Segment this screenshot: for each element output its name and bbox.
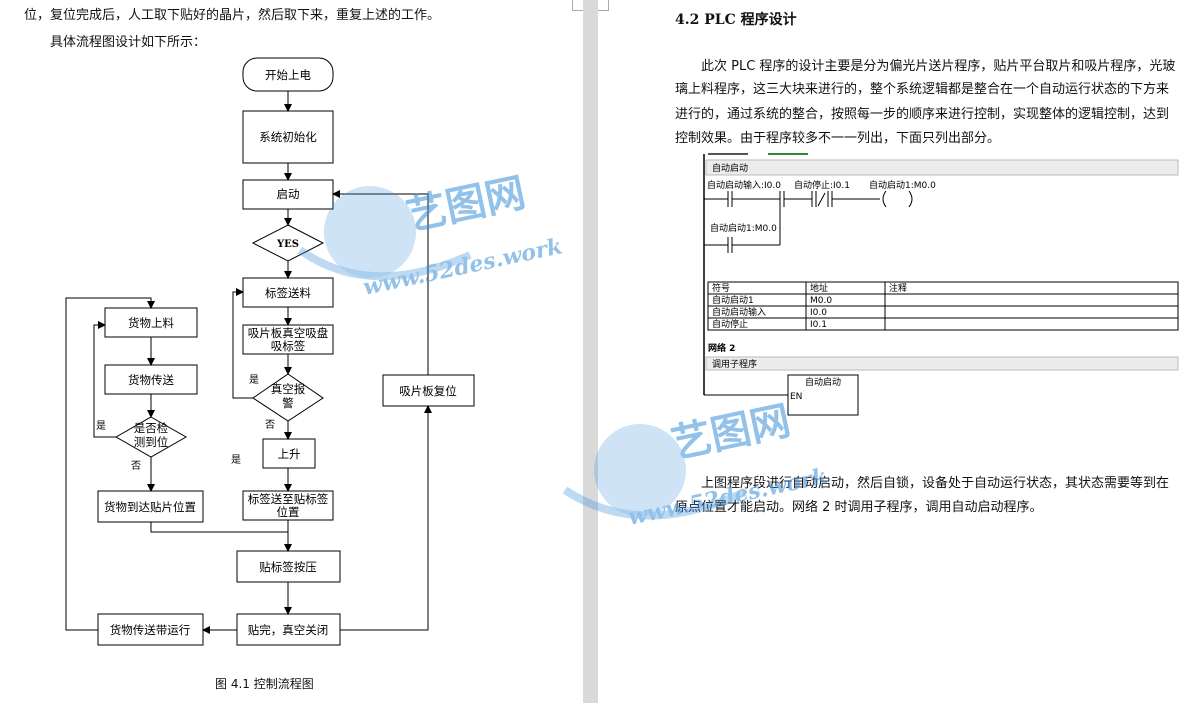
figure-caption: 图 4.1 控制流程图 (215, 677, 314, 691)
paragraph-line: 上图程序段进行自动启动，然后自锁，设备处于自动运行状态，其状态需要等到在 (701, 476, 1170, 491)
table-header: 符号 (712, 282, 730, 294)
node-vacuum-line1: 吸片板真空吸盘 (248, 326, 329, 340)
network2-comment: 调用子程序 (712, 358, 757, 370)
section-heading: 4.2 PLC 程序设计 (675, 12, 797, 28)
node-rise: 上升 (278, 447, 301, 461)
node-yes-decision: YES (276, 239, 299, 250)
node-start: 开始上电 (265, 68, 311, 82)
node-label-to-line2: 位置 (277, 505, 300, 519)
table-cell: M0.0 (810, 296, 832, 306)
table-header: 地址 (810, 282, 828, 294)
left-page: 位，复位完成后，人工取下贴好的晶片，然后取下来，重复上述的工作。 具体流程图设计… (0, 0, 583, 703)
table-cell: I0.0 (810, 308, 827, 318)
node-press: 贴标签按压 (259, 560, 317, 574)
ladder-diagram: 自动启动 自动启动输入:I0.0 自动停止:I0.1 自动启动1:M0.0 自动… (703, 153, 1179, 416)
node-alarm-line2: 警 (282, 396, 294, 410)
control-flowchart: 开始上电 系统初始化 启动 YES 标签送料 吸片板真空吸盘 吸标签 真空报 警… (65, 57, 475, 646)
edge-label-yes: 是 (231, 454, 241, 466)
call-box-en: EN (790, 392, 802, 402)
call-box-title: 自动启动 (805, 376, 841, 388)
node-alarm-line1: 真空报 (271, 382, 306, 396)
node-vacuum-line2: 吸标签 (271, 339, 306, 353)
coil-auto-start: 自动启动1:M0.0 (869, 179, 936, 191)
node-startup: 启动 (277, 187, 300, 201)
contact-auto-start-self: 自动启动1:M0.0 (710, 222, 777, 234)
table-cell: 自动启动输入 (712, 306, 766, 318)
page-corner-mark (572, 0, 583, 11)
edge-label-no: 否 (265, 419, 275, 431)
edge-label-yes: 是 (249, 374, 259, 386)
node-detect-line1: 是否检 (134, 421, 169, 435)
node-conveyor: 货物传送带运行 (110, 623, 191, 637)
node-arrive: 货物到达贴片位置 (104, 500, 196, 514)
paragraph-line: 原点位置才能启动。网络 2 时调用子程序，调用自动启动程序。 (675, 500, 1043, 515)
network2-title: 网络 2 (708, 342, 735, 354)
table-cell: I0.1 (810, 320, 827, 330)
node-done: 贴完，真空关闭 (248, 623, 329, 637)
page-corner-mark (598, 0, 609, 11)
network1-comment: 自动启动 (712, 162, 748, 174)
table-header: 注释 (889, 282, 907, 294)
node-load: 货物上料 (128, 316, 174, 330)
paragraph-line: 位，复位完成后，人工取下贴好的晶片，然后取下来，重复上述的工作。 (24, 8, 441, 23)
paragraph-line: 具体流程图设计如下所示： (50, 35, 207, 50)
node-transfer: 货物传送 (128, 373, 174, 387)
contact-auto-start-input: 自动启动输入:I0.0 (707, 179, 781, 191)
paragraph-line: 控制效果。由于程序较多不一一列出，下面只列出部分。 (675, 131, 1001, 146)
edge-label-no: 否 (131, 460, 141, 472)
contact-auto-stop: 自动停止:I0.1 (794, 179, 850, 191)
right-page: 4.2 PLC 程序设计 此次 PLC 程序的设计主要是分为偏光片送片程序，贴片… (598, 0, 1194, 703)
node-reset: 吸片板复位 (399, 384, 457, 398)
paragraph-line: 璃上料程序，这三大块来进行的，整个系统逻辑都是整合在一个自动运行状态的下方来 (675, 82, 1170, 97)
node-detect-line2: 测到位 (134, 435, 169, 449)
node-label-feed: 标签送料 (265, 286, 311, 300)
table-cell: 自动停止 (712, 318, 748, 330)
node-label-to-line1: 标签送至贴标签 (248, 492, 329, 506)
page-gutter (583, 0, 598, 703)
node-init: 系统初始化 (259, 130, 317, 144)
paragraph-line: 此次 PLC 程序的设计主要是分为偏光片送片程序，贴片平台取片和吸片程序，光玻 (701, 59, 1176, 74)
edge-label-yes: 是 (96, 420, 106, 432)
paragraph-line: 进行的，通过系统的整合，按照每一步的顺序来进行控制，实现整体的逻辑控制，达到 (675, 107, 1170, 122)
table-cell: 自动启动1 (712, 294, 754, 306)
